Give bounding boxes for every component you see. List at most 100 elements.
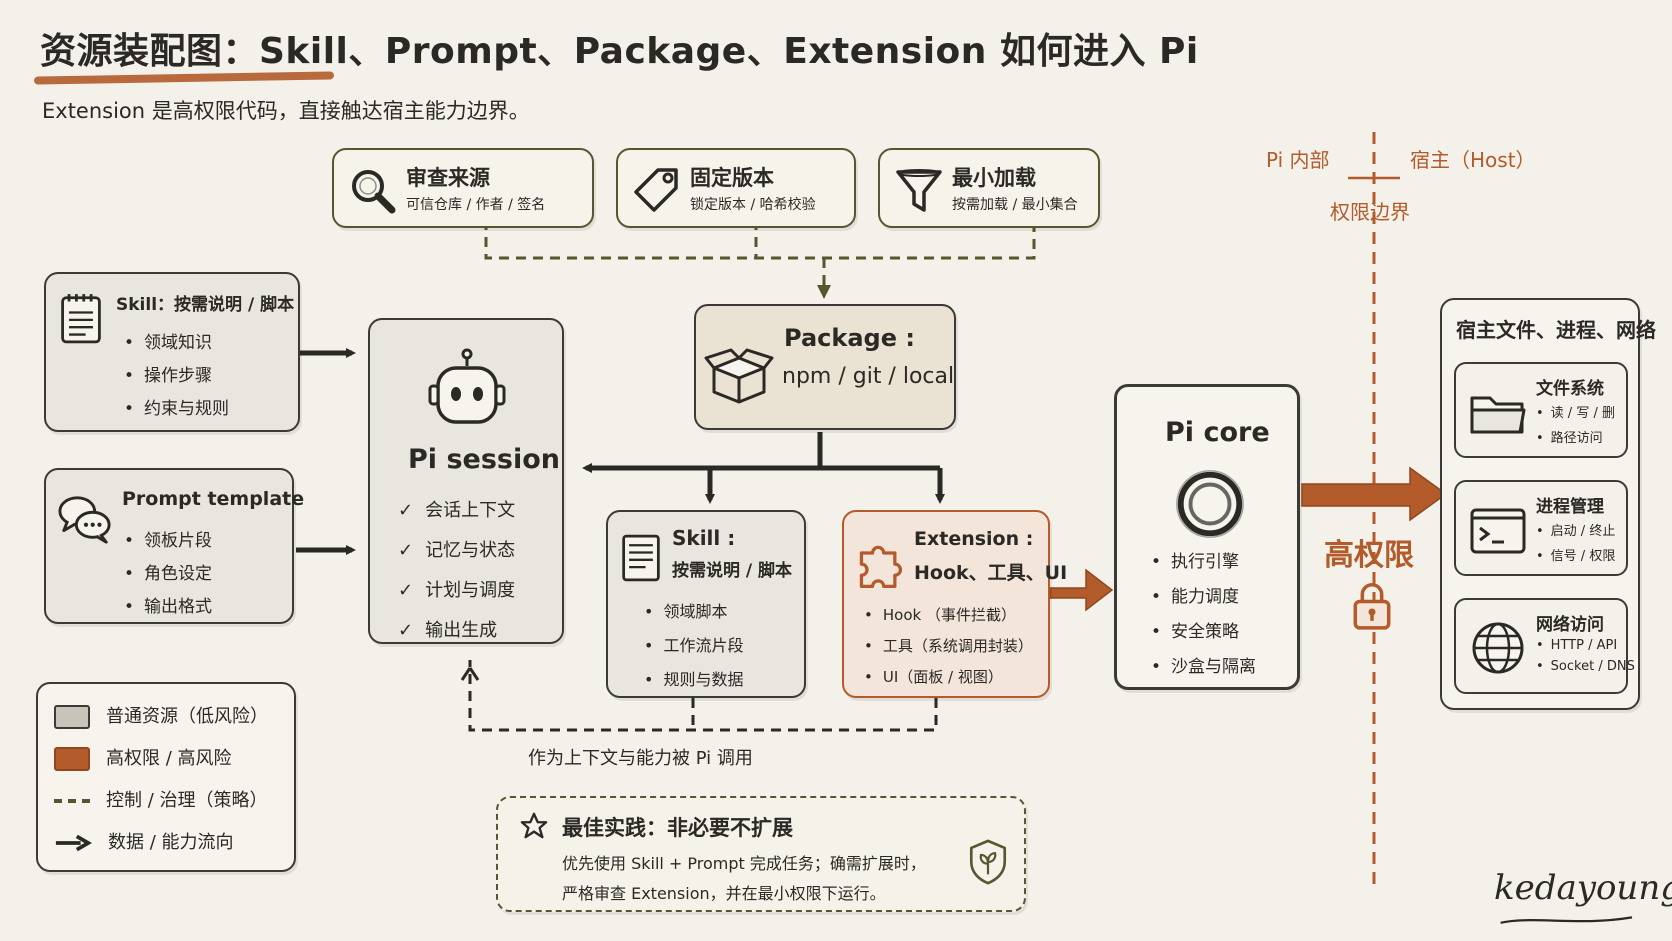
control-card-review-source: 审查来源 可信仓库 / 作者 / 签名 <box>332 148 594 228</box>
skill-package-subtitle: 按需说明 / 脚本 <box>672 561 793 581</box>
list-item: 读 / 写 / 删 <box>1536 402 1615 421</box>
list-item: 领板片段 <box>124 526 212 551</box>
list-item: 能力调度 <box>1151 582 1256 607</box>
star-icon <box>520 812 548 839</box>
host-item-list: 启动 / 终止 信号 / 权限 <box>1536 520 1616 570</box>
host-panel-title: 宿主文件、进程、网络 <box>1456 318 1656 342</box>
host-item-list: HTTP / API Socket / DNS <box>1536 638 1635 680</box>
list-item: UI（面板 / 视图） <box>864 666 1033 687</box>
list-item: 工作流片段 <box>644 632 743 656</box>
host-item-title: 进程管理 <box>1536 497 1604 517</box>
control-title: 审查来源 <box>406 166 490 190</box>
host-label: 宿主（Host） <box>1410 148 1536 172</box>
legend-row-gray: 普通资源（低风险） <box>54 702 268 729</box>
document-icon <box>622 534 660 582</box>
control-title: 最小加载 <box>952 166 1036 190</box>
extension-title: Extension : <box>914 528 1034 550</box>
pi-session-title: Pi session <box>408 444 560 475</box>
puzzle-piece-icon <box>859 545 902 589</box>
list-item: Hook （事件拦截） <box>864 604 1033 625</box>
package-card: Package : npm / git / local <box>694 304 956 430</box>
high-privilege-label: 高权限 <box>1324 538 1414 573</box>
list-item: 约束与规则 <box>124 394 229 419</box>
legend-label: 普通资源（低风险） <box>106 706 268 727</box>
host-item-list: 读 / 写 / 删 路径访问 <box>1536 402 1615 452</box>
notepad-icon <box>61 294 101 344</box>
page-title: 资源装配图：Skill、Prompt、Package、Extension 如何进… <box>40 31 1199 72</box>
list-item: 信号 / 权限 <box>1536 545 1616 564</box>
skill-package-title: Skill : <box>672 526 736 550</box>
terminal-icon <box>1470 508 1526 554</box>
core-to-host-arrow <box>1301 466 1448 522</box>
legend-row-orange: 高权限 / 高风险 <box>54 744 232 771</box>
list-item: 输出格式 <box>124 592 212 617</box>
host-process-card: 进程管理 启动 / 终止 信号 / 权限 <box>1454 480 1628 576</box>
best-practice-card: 最佳实践：非必要不扩展 优先使用 Skill + Prompt 完成任务；确需扩… <box>496 796 1026 912</box>
package-sources: npm / git / local <box>782 364 955 389</box>
host-filesystem-card: 文件系统 读 / 写 / 删 路径访问 <box>1454 362 1628 458</box>
pi-session-list: 会话上下文 记忆与状态 计划与调度 输出生成 <box>398 496 515 650</box>
core-ring-icon <box>1176 470 1244 538</box>
prompt-template-card: Prompt template 领板片段 角色设定 输出格式 <box>44 468 304 625</box>
list-item: 工具（系统调用封装） <box>864 635 1033 656</box>
robot-icon <box>428 348 506 424</box>
control-card-minimal-load: 最小加载 按需加载 / 最小集合 <box>878 148 1100 228</box>
list-item: 输出生成 <box>398 616 515 642</box>
globe-icon <box>1472 622 1524 674</box>
legend-label: 高权限 / 高风险 <box>106 748 232 769</box>
control-title: 固定版本 <box>690 166 774 190</box>
list-item: 领域知识 <box>124 328 229 353</box>
pi-core-title: Pi core <box>1165 417 1270 448</box>
extension-list: Hook （事件拦截） 工具（系统调用封装） UI（面板 / 视图） <box>864 604 1033 695</box>
page-subtitle: Extension 是高权限代码，直接触达宿主能力边界。 <box>42 99 530 123</box>
prompt-card-list: 领板片段 角色设定 输出格式 <box>124 526 212 625</box>
list-item: Socket / DNS <box>1536 659 1635 674</box>
list-item: 路径访问 <box>1536 427 1615 446</box>
package-title: Package : <box>784 324 915 352</box>
extension-card: Extension : Hook、工具、UI Hook （事件拦截） 工具（系统… <box>842 510 1067 698</box>
best-practice-line: 优先使用 Skill + Prompt 完成任务；确需扩展时， <box>562 854 926 873</box>
list-item: HTTP / API <box>1536 638 1635 653</box>
open-box-icon <box>704 348 774 404</box>
list-item: 角色设定 <box>124 559 212 584</box>
list-item: 记忆与状态 <box>398 536 515 562</box>
host-network-card: 网络访问 HTTP / API Socket / DNS <box>1454 598 1635 694</box>
prompt-card-title: Prompt template <box>122 488 305 510</box>
control-card-pin-version: 固定版本 锁定版本 / 哈希校验 <box>616 148 856 228</box>
padlock-icon <box>1353 583 1391 630</box>
chat-bubbles-icon <box>58 496 111 544</box>
pi-session-card: Pi session 会话上下文 记忆与状态 计划与调度 输出生成 <box>368 318 564 644</box>
legend-swatch-orange <box>54 747 90 771</box>
skill-card-title: Skill：按需说明 / 脚本 <box>116 295 295 315</box>
list-item: 领域脚本 <box>644 598 743 622</box>
signature-underline <box>1500 916 1633 924</box>
best-practice-line: 严格审查 Extension，并在最小权限下运行。 <box>562 884 886 903</box>
shield-leaf-icon <box>969 839 1007 885</box>
host-resources-panel: 宿主文件、进程、网络 文件系统 读 / 写 / 删 路径访问 进程管理 启动 /… <box>1440 298 1656 710</box>
pi-core-card: Pi core 执行引擎 能力调度 安全策略 沙盒与隔离 <box>1114 384 1300 690</box>
feedback-caption: 作为上下文与能力被 Pi 调用 <box>528 748 753 769</box>
package-distribution <box>582 432 945 504</box>
funnel-icon <box>896 169 942 212</box>
legend-swatch-dash <box>54 799 90 803</box>
tag-icon <box>634 168 678 212</box>
legend: 普通资源（低风险） 高权限 / 高风险 控制 / 治理（策略） 数据 / 能力流… <box>36 682 296 872</box>
control-subtitle: 可信仓库 / 作者 / 签名 <box>406 197 546 213</box>
host-item-title: 文件系统 <box>1536 379 1604 399</box>
legend-arrow-icon <box>55 834 92 852</box>
list-item: 规则与数据 <box>644 666 743 690</box>
list-item: 操作步骤 <box>124 361 229 386</box>
folder-icon <box>1470 396 1526 434</box>
list-item: 沙盒与隔离 <box>1151 652 1256 677</box>
best-practice-title: 最佳实践：非必要不扩展 <box>562 816 793 840</box>
skill-package-list: 领域脚本 工作流片段 规则与数据 <box>644 598 743 698</box>
control-subtitle: 锁定版本 / 哈希校验 <box>690 197 816 213</box>
pi-internal-label: Pi 内部 <box>1266 148 1330 172</box>
control-subtitle: 按需加载 / 最小集合 <box>952 197 1078 213</box>
list-item: 计划与调度 <box>398 576 515 602</box>
control-bus <box>484 220 1036 299</box>
author-signature: kedayoung <box>1494 868 1672 908</box>
list-item: 启动 / 终止 <box>1536 520 1616 539</box>
legend-label: 控制 / 治理（策略） <box>106 790 268 811</box>
legend-row-arrow: 数据 / 能力流向 <box>54 828 234 854</box>
